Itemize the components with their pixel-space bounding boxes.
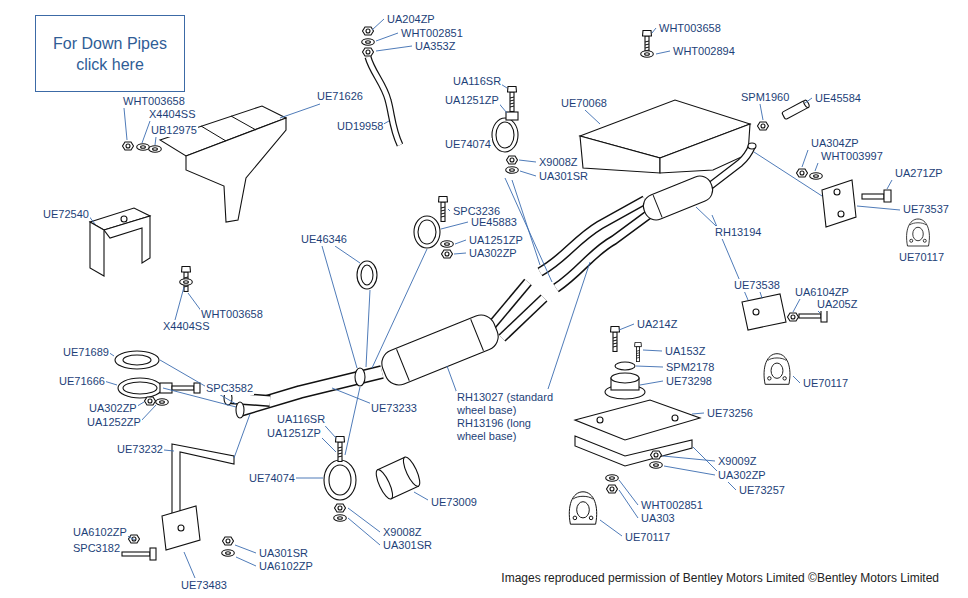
- part-number: UA6102ZP: [258, 560, 314, 573]
- part-number: UA1251ZP: [444, 94, 500, 107]
- part-number: UE74074: [444, 138, 492, 151]
- part-number: UE73257: [738, 484, 786, 497]
- part-number: UE45584: [814, 92, 862, 105]
- part-number: UE73483: [180, 579, 228, 592]
- part-number: UE45883: [470, 216, 518, 229]
- part-number: UA301SR: [382, 539, 433, 552]
- part-number: UE71626: [316, 90, 364, 103]
- part-number: UE73233: [370, 402, 418, 415]
- part-number: SPM1960: [740, 91, 790, 104]
- part-number: UA1251ZP: [468, 234, 524, 247]
- part-number: UA304ZP: [810, 137, 860, 150]
- part-number: UA214Z: [636, 318, 678, 331]
- leader-lines: [88, 19, 900, 578]
- part-number: UA302ZP: [88, 402, 138, 415]
- part-number: UA153Z: [664, 345, 706, 358]
- part-number: UA301SR: [258, 547, 309, 560]
- part-number: UA116SR: [452, 75, 502, 88]
- part-number: UE73009: [430, 496, 478, 509]
- part-number: UA301SR: [538, 170, 589, 183]
- part-number: WHT003658: [122, 95, 186, 108]
- part-number: UE74074: [248, 472, 296, 485]
- part-number: UA116SR: [276, 413, 326, 426]
- part-number: RH13196 (long wheel base): [456, 417, 563, 443]
- link-text: For Down Pipes click here: [44, 33, 176, 75]
- part-number: UA6102ZP: [72, 526, 128, 539]
- part-number: SPC3182: [72, 542, 121, 555]
- part-number: UE73537: [902, 203, 950, 216]
- part-number: SPC3582: [205, 382, 254, 395]
- part-number: WHT003658: [658, 22, 722, 35]
- part-number: X9008Z: [382, 526, 423, 539]
- part-number: SPM2178: [665, 361, 715, 374]
- part-number: UE70117: [898, 251, 945, 264]
- part-number: UE73256: [706, 407, 754, 420]
- part-number: WHT002851: [640, 499, 704, 512]
- part-number: UA302ZP: [468, 247, 518, 260]
- part-number: RH13194: [714, 226, 762, 239]
- part-number: WHT003997: [820, 150, 884, 163]
- part-number: RH13027 (standard wheel base): [456, 391, 563, 417]
- part-number: X4404SS: [148, 108, 196, 121]
- part-number: X9008Z: [538, 156, 579, 169]
- heat-shield: [580, 100, 750, 173]
- part-number: UA204ZP: [386, 13, 436, 26]
- copyright-note: Images reproduced permission of Bentley …: [500, 571, 940, 585]
- part-number: UE72540: [42, 208, 90, 221]
- part-number: UE73232: [116, 443, 164, 456]
- part-number: UA205Z: [816, 298, 858, 311]
- part-number: UE71689: [62, 346, 110, 359]
- part-number: UA271ZP: [894, 167, 944, 180]
- part-number: UA1251ZP: [266, 427, 322, 440]
- part-number: WHT002851: [400, 27, 464, 40]
- part-number: UD19958: [336, 120, 384, 133]
- shield-bracket: [90, 208, 150, 276]
- part-number: UE73298: [665, 375, 713, 388]
- part-number: UA353Z: [414, 40, 456, 53]
- part-number: UE70068: [560, 97, 608, 110]
- part-number: UE73538: [733, 279, 781, 292]
- part-number: X4404SS: [162, 320, 210, 333]
- part-number: UE46346: [300, 233, 348, 246]
- part-number: UE70117: [624, 531, 671, 544]
- part-number: X9009Z: [717, 455, 758, 468]
- part-number: UA302ZP: [717, 469, 767, 482]
- part-number: UB12975: [150, 124, 198, 137]
- part-number: WHT002894: [672, 45, 736, 58]
- part-number: UA1252ZP: [86, 416, 142, 429]
- part-number: UE71666: [58, 375, 106, 388]
- part-number: UE70117: [802, 377, 849, 390]
- link-box: For Down Pipes click here: [35, 15, 185, 92]
- part-number: UA303: [640, 512, 676, 525]
